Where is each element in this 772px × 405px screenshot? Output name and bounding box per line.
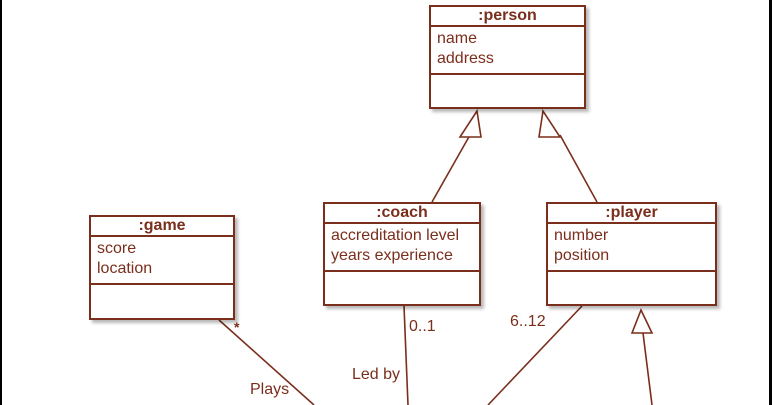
association-label-led-by: Led by (352, 366, 401, 383)
association-plays (218, 319, 315, 405)
inheritance-arrowhead-bottom (630, 307, 654, 334)
multiplicity-game: * (234, 319, 240, 335)
attribute: accreditation level (331, 227, 460, 244)
class-person[interactable]: :person name address (429, 5, 586, 109)
attribute: name (437, 30, 478, 47)
class-game-name: :game (91, 217, 233, 237)
generalization-into-player (642, 332, 653, 405)
attribute: years experience (331, 247, 453, 264)
generalization-player-person (559, 134, 598, 203)
attribute: score (97, 240, 137, 257)
inheritance-arrowhead-coach (458, 108, 482, 138)
attribute: position (554, 247, 610, 264)
attribute: location (97, 260, 153, 277)
multiplicity-coach: 0..1 (409, 318, 436, 335)
class-player[interactable]: :player number position (546, 202, 717, 306)
class-game-attributes: score location (91, 237, 233, 285)
class-coach[interactable]: :coach accreditation level years experie… (323, 202, 481, 306)
attribute: number (554, 227, 609, 244)
class-player-name: :player (548, 204, 715, 224)
class-person-attributes: name address (431, 27, 584, 75)
inheritance-arrowhead-player (538, 108, 562, 138)
class-coach-attributes: accreditation level years experience (325, 224, 479, 272)
class-person-name: :person (431, 7, 584, 27)
class-game[interactable]: :game score location (89, 215, 235, 320)
class-coach-name: :coach (325, 204, 479, 224)
class-player-attributes: number position (548, 224, 715, 272)
association-led-by (403, 305, 409, 405)
multiplicity-player: 6..12 (510, 313, 546, 330)
attribute: address (437, 50, 494, 67)
association-label-plays: Plays (250, 381, 290, 398)
generalization-coach-person (431, 134, 471, 203)
association-players (487, 305, 583, 405)
